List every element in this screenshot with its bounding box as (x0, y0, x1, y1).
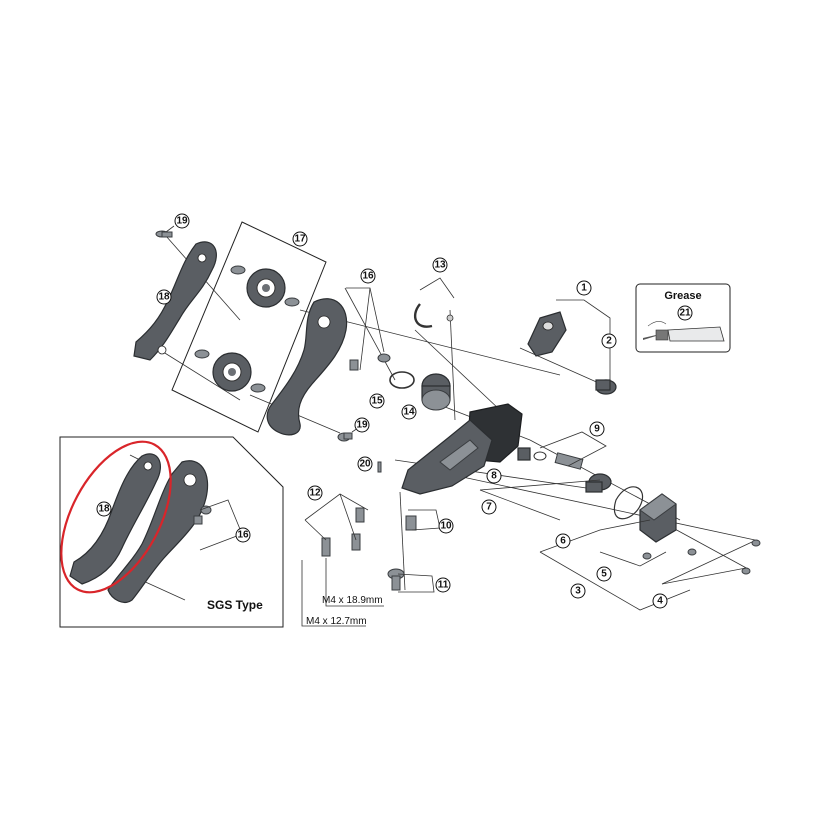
part-10 (405, 515, 417, 531)
callout-badge-16-inset: 16 (235, 527, 251, 543)
callout-badge-8: 8 (486, 468, 502, 484)
stopper-7 (585, 473, 612, 493)
svg-text:19: 19 (176, 216, 188, 227)
callout-badge-16: 16 (360, 268, 376, 284)
grease-box: Grease (635, 283, 731, 353)
bolt-length-long-label: M4 x 18.9mm (322, 595, 383, 606)
spacer-16 (349, 353, 391, 371)
svg-text:6: 6 (560, 536, 566, 547)
grease-tube-icon (667, 326, 725, 342)
svg-text:4: 4 (657, 596, 663, 607)
spring-ring-15 (389, 371, 415, 389)
callout-badge-4: 4 (652, 593, 668, 609)
callout-badge-15: 15 (369, 393, 385, 409)
svg-text:18: 18 (158, 292, 170, 303)
screws-4-5 (642, 539, 761, 575)
svg-text:18: 18 (98, 504, 110, 515)
svg-text:19: 19 (356, 420, 368, 431)
callout-brackets (165, 225, 753, 627)
callout-badge-6: 6 (555, 533, 571, 549)
svg-text:1: 1 (581, 283, 587, 294)
guide-pulley-17 (230, 265, 300, 308)
clutch-unit-14 (421, 373, 451, 411)
inner-plate-18 (133, 241, 217, 361)
bolts-12 (321, 507, 365, 557)
bolt-2 (595, 379, 617, 395)
callout-badge-12: 12 (307, 485, 323, 501)
callout-badge-5: 5 (596, 566, 612, 582)
callout-badge-9: 9 (589, 421, 605, 437)
callout-badge-11: 11 (435, 577, 451, 593)
callout-badge-21: 21 (677, 305, 693, 321)
callout-badge-18-inset: 18 (96, 501, 112, 517)
main-body (401, 403, 523, 495)
callout-badge-13: 13 (432, 257, 448, 273)
highlight-ellipse (60, 440, 172, 594)
screw-19-top (155, 230, 173, 238)
callout-badge-19-top: 19 (174, 213, 190, 229)
svg-text:10: 10 (440, 521, 452, 532)
callout-badge-19-lower: 19 (354, 417, 370, 433)
screw-19-lower (337, 432, 353, 442)
svg-text:9: 9 (594, 424, 600, 435)
leader-lines (129, 235, 756, 601)
svg-text:3: 3 (575, 586, 581, 597)
callout-badge-7: 7 (481, 499, 497, 515)
callout-badge-10: 10 (438, 518, 454, 534)
band-6 (613, 486, 643, 520)
callout-badge-18: 18 (156, 289, 172, 305)
svg-text:15: 15 (371, 396, 383, 407)
svg-text:20: 20 (359, 459, 371, 470)
callout-badge-1: 1 (576, 280, 592, 296)
callout-badge-20: 20 (357, 456, 373, 472)
callout-badge-14: 14 (401, 404, 417, 420)
pin-20 (377, 461, 382, 473)
callout-badge-2: 2 (601, 333, 617, 349)
tension-pulley-17 (194, 349, 266, 393)
grease-label: Grease (664, 290, 701, 302)
adjuster-8 (517, 447, 547, 461)
sgs-inner-plate-18 (69, 453, 161, 585)
cable-adjuster-9 (554, 452, 584, 470)
svg-text:14: 14 (403, 407, 415, 418)
svg-text:21: 21 (679, 308, 691, 319)
svg-text:2: 2 (606, 336, 612, 347)
svg-text:13: 13 (434, 260, 446, 271)
svg-text:16: 16 (237, 530, 249, 541)
svg-text:16: 16 (362, 271, 374, 282)
cover-4 (639, 493, 677, 543)
svg-text:17: 17 (294, 234, 306, 245)
sgs-inset-frame (59, 436, 284, 628)
svg-text:5: 5 (601, 569, 607, 580)
callout-badge-3: 3 (570, 583, 586, 599)
link-unit-1 (527, 311, 567, 357)
sgs-type-label: SGS Type (207, 598, 263, 612)
callout-badge-17: 17 (292, 231, 308, 247)
outer-cage-plate (266, 298, 348, 436)
svg-text:12: 12 (309, 488, 321, 499)
clip-13 (413, 303, 454, 328)
svg-text:8: 8 (491, 471, 497, 482)
svg-text:7: 7 (486, 502, 492, 513)
part-11 (387, 568, 405, 591)
pulley-group-frame (171, 221, 327, 433)
bolt-length-short-label: M4 x 12.7mm (306, 616, 367, 627)
svg-text:11: 11 (438, 580, 449, 591)
